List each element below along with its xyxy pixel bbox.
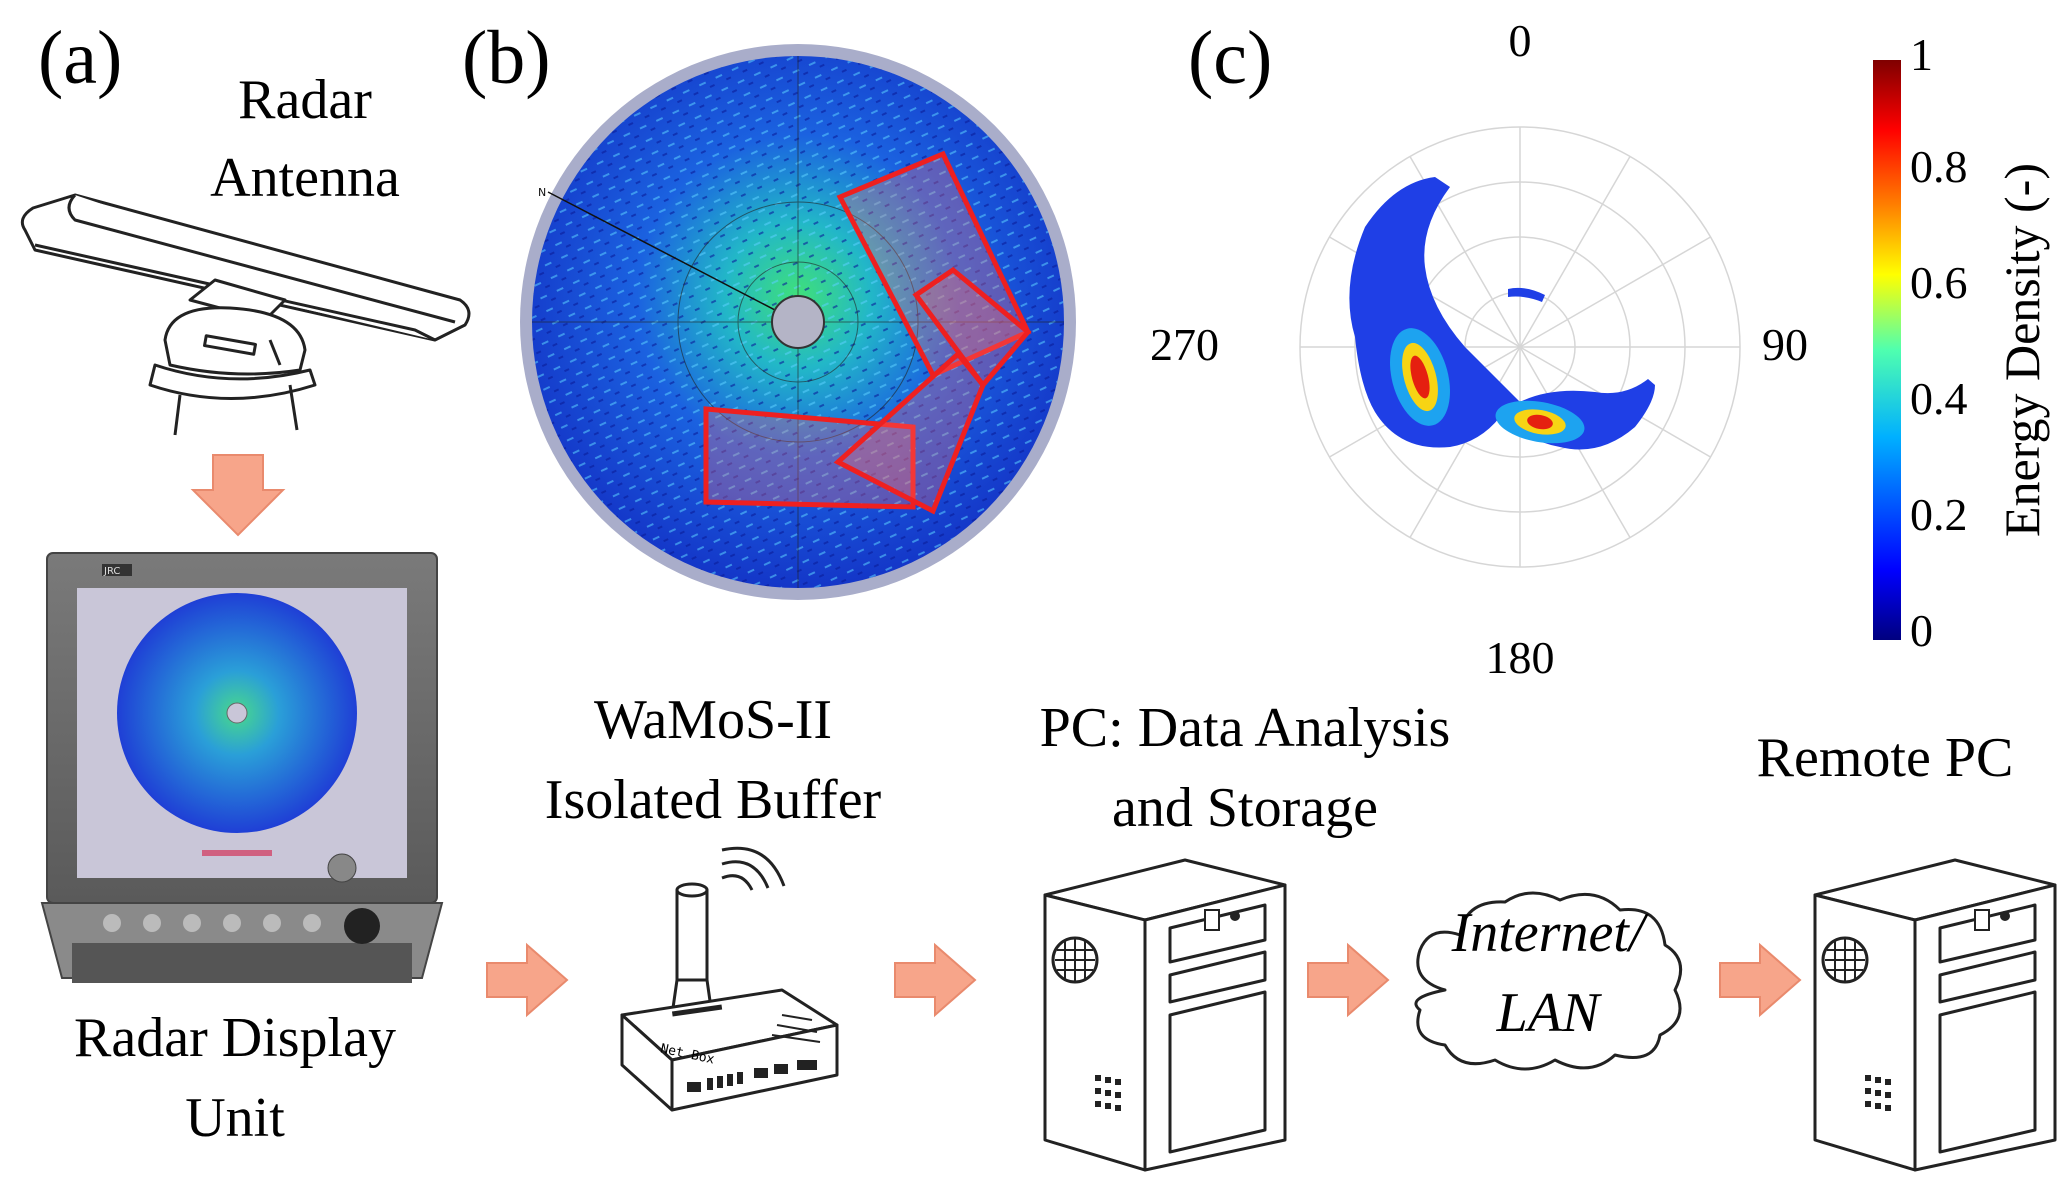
colorbar-tick-0.2: 0.2: [1910, 489, 1968, 540]
panel-label-c: (c): [1188, 16, 1273, 100]
polar-spectrum-plot: [1299, 126, 1741, 568]
radar-display-monitor: [40, 552, 444, 983]
energy-blob-small: [1508, 287, 1545, 302]
radar-antenna-label-line1: Radar: [238, 69, 372, 131]
arrow-right-icon: [894, 942, 977, 1018]
colorbar-tick-0: 0: [1910, 605, 1933, 656]
pc-tower-icon: [1043, 858, 1287, 1172]
buffer-label-line1: WaMoS-II: [593, 689, 833, 751]
panel-label-b: (b): [462, 16, 551, 100]
colorbar-tick-1: 1: [1910, 29, 1933, 80]
pc-label-line2: and Storage: [1112, 777, 1378, 839]
colorbar-tick-0.8: 0.8: [1910, 141, 1968, 192]
arrow-right-icon: [486, 942, 569, 1018]
remote-pc-label: Remote PC: [1756, 727, 2014, 789]
cloud-label-line2: LAN: [1496, 982, 1600, 1044]
polar-angle-180: 180: [1485, 632, 1555, 683]
netbox-router-icon: [620, 846, 839, 1112]
radar-image: [520, 44, 1076, 600]
colorbar-tick-0.4: 0.4: [1910, 373, 1968, 424]
remote-pc-tower-icon: [1813, 858, 2057, 1172]
radar-antenna-icon: [20, 193, 471, 436]
colorbar-tick-0.6: 0.6: [1910, 257, 1968, 308]
buffer-label-line2: Isolated Buffer: [544, 769, 882, 831]
pc-label-line1: PC: Data Analysis: [1039, 697, 1451, 759]
arrow-right-icon: [1719, 942, 1802, 1018]
cloud-label-line1: Internet/: [1451, 902, 1645, 964]
radar-antenna-label-line2: Antenna: [210, 147, 400, 209]
arrow-down-icon: [190, 454, 286, 537]
radar-display-label-line1: Radar Display: [74, 1007, 396, 1069]
colorbar-label: Energy Density (-): [1994, 163, 2050, 537]
polar-angle-0: 0: [1508, 15, 1532, 66]
monitor-brand-badge: JRC: [104, 566, 121, 577]
cloud-internet-icon: [1414, 891, 1683, 1071]
radar-north-marker: N: [538, 186, 547, 199]
polar-angle-90: 90: [1762, 319, 1808, 370]
panel-label-a: (a): [38, 16, 123, 100]
arrow-right-icon: [1307, 942, 1390, 1018]
polar-angle-270: 270: [1150, 319, 1219, 370]
radar-display-label-line2: Unit: [185, 1087, 285, 1149]
colorbar: [1873, 60, 1901, 640]
